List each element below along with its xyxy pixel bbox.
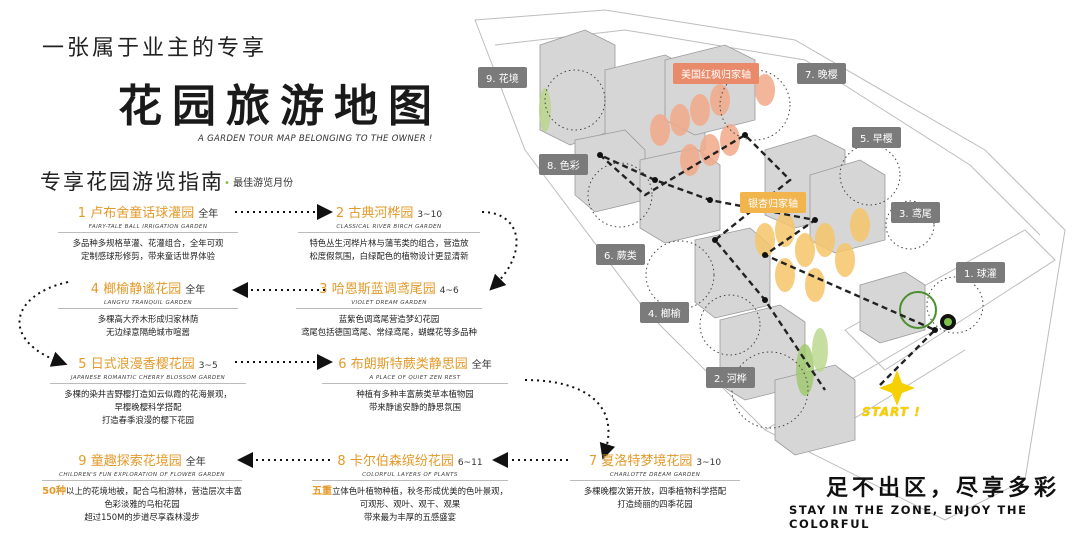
map-pin-2[interactable]: 2. 河桦: [706, 367, 755, 388]
route-arrow: [481, 211, 518, 291]
guide-title: 专享花园游览指南: [40, 170, 224, 194]
garden-desc: 多棵晚樱次第开放，四季植物科学搭配打造绮丽的四季花园: [583, 486, 727, 509]
garden-name: 1 卢布舍童话球灌园全年: [77, 206, 219, 221]
garden-name-en: A PLACE OF QUIET ZEN REST: [322, 375, 508, 384]
garden-desc: 特色丛生河桦片林与蒲苇类的组合，营造放松度假氛围，白绿配色的植物设计更显清新: [309, 238, 469, 261]
site-map: [474, 9, 1066, 521]
garden-name: 9 童趣探索花境园全年: [78, 454, 206, 469]
garden-card-9: 9 童趣探索花境园全年 CHILDREN'S FUN EXPLORATION O…: [42, 450, 242, 524]
garden-name-en: CHILDREN'S FUN EXPLORATION OF FLOWER GAR…: [42, 472, 242, 481]
guide-note: • 最佳游览月份: [224, 174, 293, 189]
garden-name-en: FAIRY-TALE BALL IRRIGATION GARDEN: [58, 224, 238, 233]
route-arrow: [524, 379, 616, 460]
route-nodes: [597, 132, 938, 333]
start-label: START !: [862, 405, 921, 419]
garden-name-en: LANGYU TRANQUIL GARDEN: [58, 300, 238, 309]
guide-note-label: 最佳游览月份: [233, 178, 294, 189]
garden-card-6: 6 布朗斯特蕨类静思园全年 A PLACE OF QUIET ZEN REST …: [322, 353, 508, 414]
bullet-dot-icon: •: [224, 178, 230, 189]
map-pin-3[interactable]: 3. 鸢尾: [891, 202, 940, 223]
garden-name-en: CHARLOTTE DREAM GARDEN: [570, 472, 740, 481]
start-star-icon: [879, 370, 915, 406]
garden-desc: 50种以上的花境地被，配合乌桕游林，营造层次丰富色彩淡雅的乌桕花园超过150M的…: [42, 486, 242, 522]
map-pin-5[interactable]: 5. 早樱: [852, 127, 901, 148]
map-pin-7[interactable]: 7. 晚樱: [797, 63, 846, 84]
map-pin-red-maple-axis[interactable]: 美国红枫归家轴: [673, 63, 759, 84]
map-pin-9[interactable]: 9. 花境: [478, 67, 527, 88]
garden-name-en: COLORFUL LAYERS OF PLANTS: [312, 472, 508, 481]
garden-desc: 种植有多种丰富蕨类草本植物园带来静谧安静的静思氛围: [356, 389, 474, 412]
slogan-en: STAY IN THE ZONE, ENJOY THE COLORFUL: [789, 503, 1028, 531]
garden-name-en: VIOLET DREAM GARDEN: [296, 300, 482, 309]
page-subtitle-en: A GARDEN TOUR MAP BELONGING TO THE OWNER…: [198, 134, 433, 144]
map-pin-8[interactable]: 8. 色彩: [539, 154, 588, 175]
garden-desc: 多棵的染井吉野樱打造如云似霞的花海景观，早樱晚樱科学搭配打造春季浪漫的樱下花园: [64, 389, 232, 425]
garden-name: 4 榔榆静谧花园全年: [90, 282, 206, 297]
garden-name-en: JAPANESE ROMANTIC CHERRY BLOSSOM GARDEN: [50, 375, 246, 384]
slogan-cn: 足不出区，尽享多彩: [826, 476, 1061, 501]
tree-yellow-group: [755, 208, 870, 302]
tree-green-group: [539, 88, 956, 396]
garden-name-en: CLASSICAL RIVER BIRCH GARDEN: [298, 224, 480, 233]
kicker-text: 一张属于业主的专享: [42, 36, 268, 61]
map-pin-6[interactable]: 6. 蕨类: [596, 244, 645, 265]
map-pin-1[interactable]: 1. 球灌: [956, 262, 1005, 283]
map-pin-ginkgo-axis[interactable]: 银杏归家轴: [740, 192, 806, 213]
route-arrows: [18, 204, 616, 468]
route-arrow: [18, 281, 69, 367]
garden-card-4: 4 榔榆静谧花园全年 LANGYU TRANQUIL GARDEN 多棵高大乔木…: [58, 278, 238, 339]
garden-desc: 多棵高大乔木形成归家林荫无边绿意隔绝城市喧嚣: [97, 314, 199, 337]
map-pin-4[interactable]: 4. 榔榆: [640, 302, 689, 323]
garden-zones: [544, 69, 984, 429]
garden-desc: 蓝紫色调鸢尾营造梦幻花园鸢尾包括德国鸢尾、常绿鸢尾，蝴蝶花等多品种: [301, 314, 477, 337]
garden-name: 6 布朗斯特蕨类静思园全年: [338, 357, 492, 372]
garden-card-1: 1 卢布舍童话球灌园全年 FAIRY-TALE BALL IRRIGATION …: [58, 202, 238, 263]
garden-desc: 多品种多规格草灌、花灌组合，全年可观定制感球形修剪，带来童话世界体验: [72, 238, 224, 261]
garden-desc: 五重立体色叶植物种植，秋冬形成优美的色叶景观，可观形、观叶、观干、观果带来最为丰…: [312, 486, 508, 522]
page-title: 花园旅游地图: [118, 81, 442, 132]
